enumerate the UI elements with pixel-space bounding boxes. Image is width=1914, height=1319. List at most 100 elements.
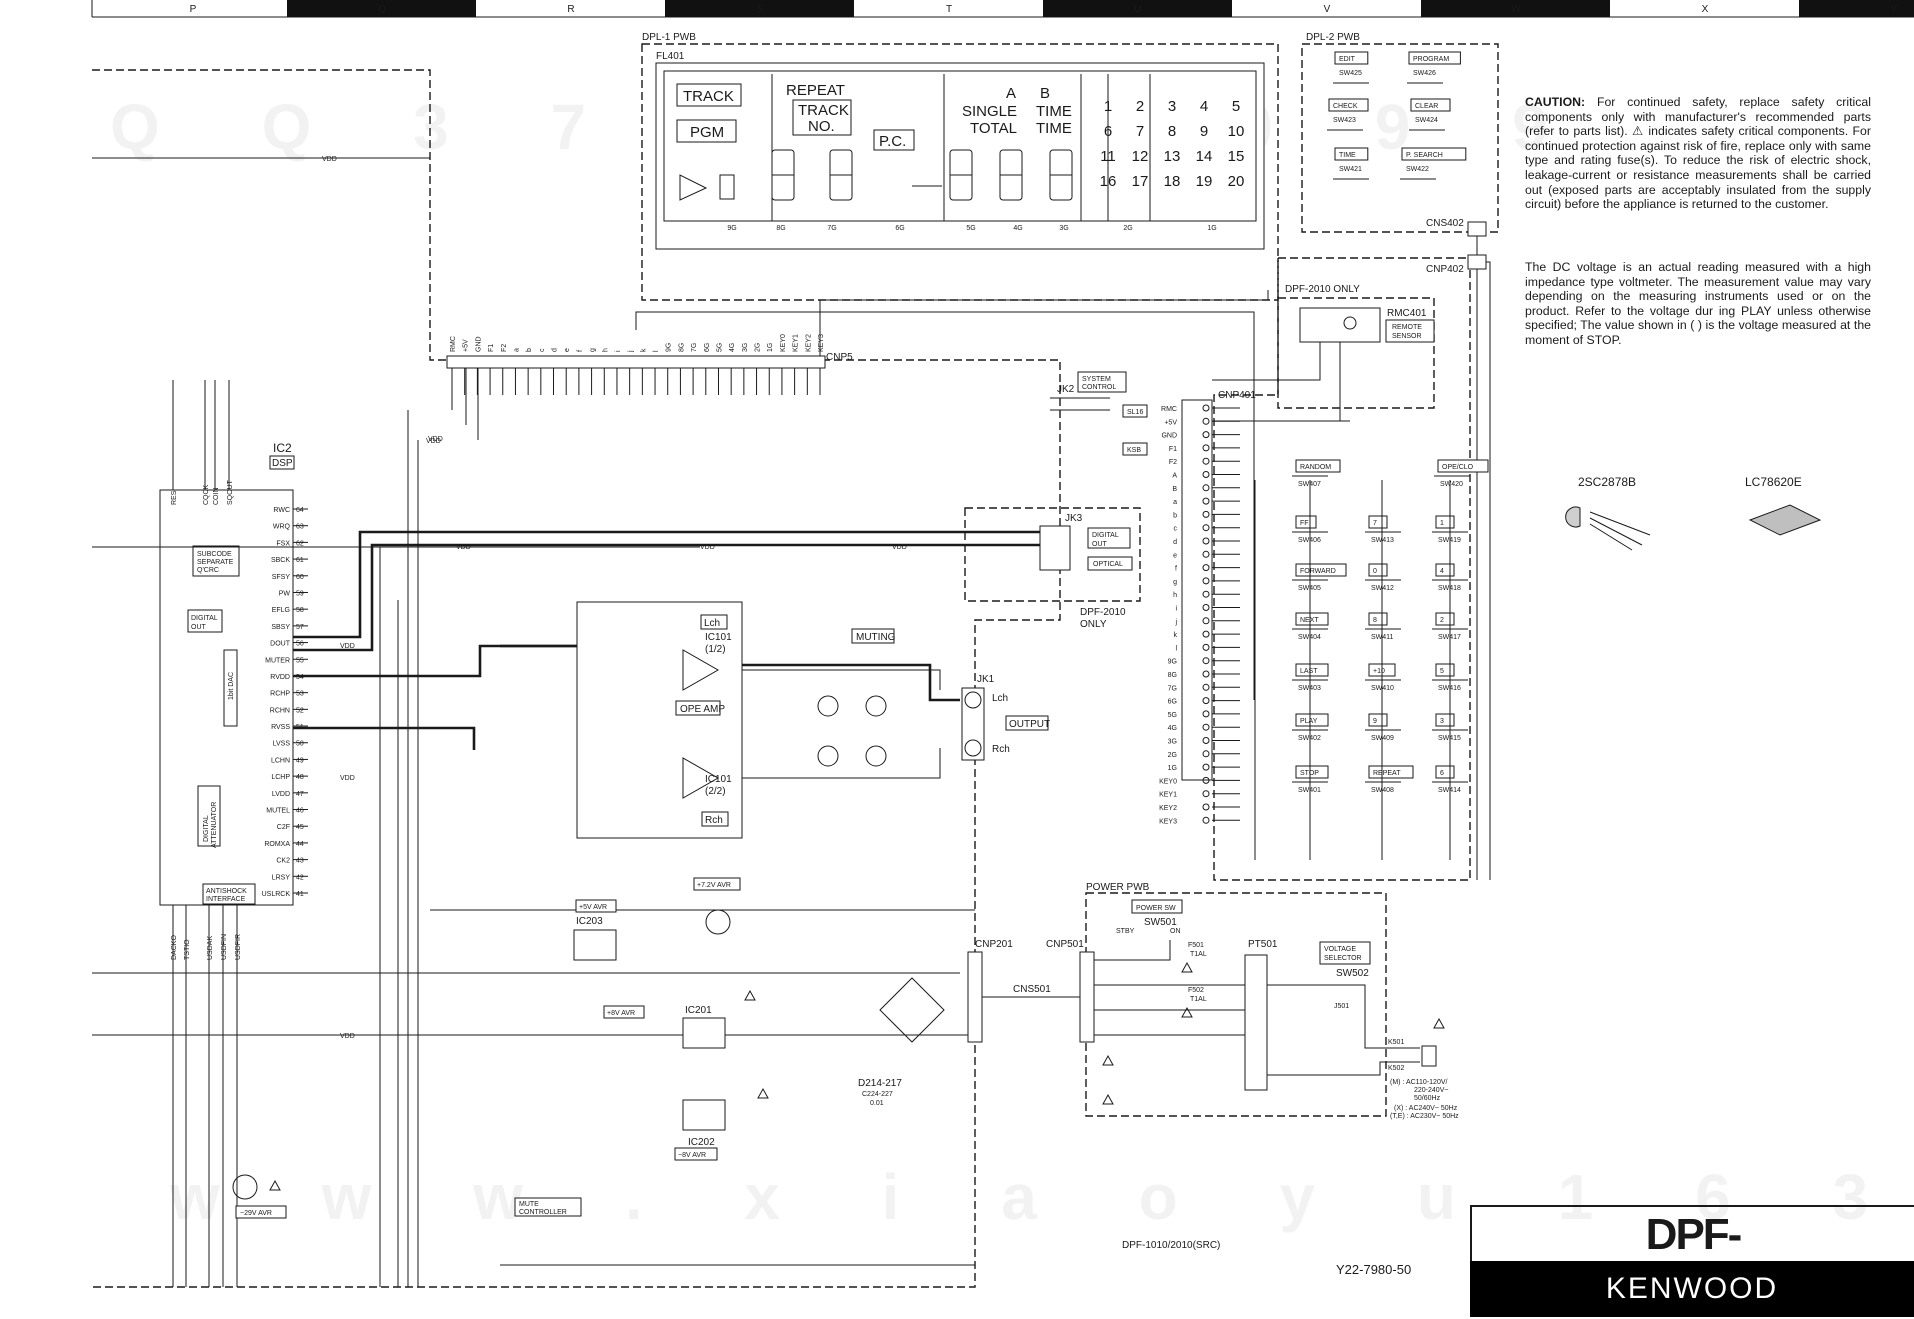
cnp5-pin: GND: [475, 336, 482, 352]
cnp401-pin: 3G: [1168, 739, 1177, 746]
matrix-random-label: RANDOM: [1300, 464, 1331, 471]
system-control-1: SYSTEM: [1082, 376, 1111, 383]
dpf2010-only-label-2: ONLY: [1080, 619, 1107, 630]
vfd-number-10: 10: [1228, 123, 1245, 140]
voltage-sel-2: SELECTOR: [1324, 955, 1362, 962]
cnp401-pin-dot: [1202, 763, 1210, 771]
dsp-pin-lchp: LCHP: [271, 774, 290, 781]
dsp-digital-out-2: OUT: [191, 624, 207, 631]
drawing-number: Y22-7980-50: [1336, 1262, 1412, 1277]
dsp-pin-pw: PW: [279, 590, 291, 597]
regulators: IC203 +5V AVR +7.2V AVR IC201 +8V AVR IC…: [232, 877, 945, 1219]
vfd-a: A: [1006, 85, 1016, 102]
vfd-number-12: 12: [1132, 148, 1149, 165]
key-clear-sw: SW424: [1415, 117, 1438, 124]
ic201-label: IC201: [685, 1005, 712, 1016]
avr72-label: +7.2V AVR: [697, 882, 731, 889]
cnp401-pin: A: [1172, 473, 1177, 480]
vfd-number-19: 19: [1196, 173, 1213, 190]
dpl2-outline: [1301, 43, 1499, 233]
dsp-pin-lvss: LVSS: [273, 741, 291, 748]
op-amp-block: IC101 (1/2) IC101 (2/2) Lch Rch OPE AMP …: [576, 601, 941, 839]
caution-body: For continued safety, replace safety cri…: [1525, 95, 1872, 212]
cnp401-pin-dot: [1202, 484, 1210, 492]
ruler-column-t: T: [946, 4, 952, 15]
cnp401-pin: i: [1175, 606, 1177, 613]
matrix-random-box: [1295, 459, 1341, 473]
f502-rating: T1AL: [1190, 996, 1207, 1003]
matrix-0-sw: SW412: [1371, 585, 1394, 592]
dsp-pin-number-42: 42: [296, 874, 304, 881]
dpl1-label: DPL-1 PWB: [642, 32, 696, 43]
vdd-label-9: VDD: [340, 1033, 355, 1040]
cnp401-pin: h: [1173, 592, 1177, 599]
cnp401-pin: d: [1173, 539, 1177, 546]
rmc401-label: RMC401: [1387, 308, 1427, 319]
cns402-label: CNS402: [1426, 218, 1464, 229]
cnp401-pin: +5V: [1164, 419, 1177, 426]
vfd-track-no-1: TRACK: [798, 102, 849, 119]
matrix-ope-clo-sw: SW420: [1440, 481, 1463, 488]
cnp5-pin: h: [602, 348, 609, 352]
cnp401-pin-dot: [1202, 630, 1210, 638]
vdd-label-8: VDD: [340, 775, 355, 782]
cnp401-pin-dot: [1202, 723, 1210, 731]
cnp401-pin: 7G: [1168, 685, 1177, 692]
dsp-pin-number-61: 61: [296, 557, 304, 564]
dpf2010-only-label: DPF-2010 ONLY: [1285, 284, 1360, 295]
cnp5-pin: 2G: [755, 343, 762, 352]
cnp5-pin: g: [590, 348, 597, 352]
dsp-pin-romxa: ROMXA: [264, 841, 290, 848]
matrix-6-label: 6: [1440, 770, 1444, 777]
cnp5-pin: b: [526, 348, 533, 352]
cnp401-pin: KEY3: [1159, 818, 1177, 825]
vfd-time-1: TIME: [1036, 103, 1072, 120]
ac-m-3: 50/60Hz: [1414, 1095, 1441, 1102]
dsp-pin-lrsy: LRSY: [272, 874, 291, 881]
matrix-9-label: 9: [1373, 718, 1377, 725]
dpf2010-rmc-outline: [1277, 297, 1435, 409]
opamp-rch: Rch: [705, 815, 723, 826]
model-number: DPF-1010/1010E/2010/2010E: [1470, 1205, 1914, 1315]
jk1-lch: Lch: [992, 693, 1008, 704]
vfd-number-6: 6: [1104, 123, 1112, 140]
caution-note: CAUTION: For continued safety, replace s…: [1525, 95, 1871, 212]
dsp-pin-number-44: 44: [296, 841, 304, 848]
matrix-forward-label: FORWARD: [1300, 568, 1336, 575]
ruler-column-u: U: [1134, 4, 1141, 15]
subcode-label-1: SUBCODE: [197, 551, 232, 558]
dsp-bottom-usdfin: USDFIN: [221, 934, 228, 960]
vfd-number-9: 9: [1200, 123, 1208, 140]
subcode-label-2: SEPARATE: [197, 559, 234, 566]
ruler-column-y: Y: [1891, 4, 1898, 15]
dsp-pin-dout: DOUT: [270, 641, 291, 648]
dsp-pin-number-64: 64: [296, 507, 304, 514]
dsp-digital-out-1: DIGITAL: [191, 615, 218, 622]
vfd-total: TOTAL: [970, 120, 1017, 137]
matrix-8-label: 8: [1373, 617, 1377, 624]
cnp5-pin: 7G: [691, 343, 698, 352]
cnp5-pin: 3G: [742, 343, 749, 352]
key-edit-sw: SW425: [1339, 70, 1362, 77]
dsp-pin-number-43: 43: [296, 858, 304, 865]
key-clear-box: [1410, 98, 1451, 112]
dsp-pin-number-46: 46: [296, 808, 304, 815]
vdd-label-3: VDD: [456, 544, 471, 551]
cnp401-pin: F2: [1169, 459, 1177, 466]
cnp501-label: CNP501: [1046, 939, 1084, 950]
cnp401-pin-dot: [1202, 617, 1210, 625]
cnp401-pin-dot: [1202, 417, 1210, 425]
cnp401-pin-dot: [1202, 457, 1210, 465]
vdd-label-6: VDD: [892, 544, 907, 551]
ic101-2-label: IC101: [705, 774, 732, 785]
dac-label: 1bit DAC: [228, 672, 235, 700]
vfd-grid-2g: 2G: [1123, 225, 1132, 232]
matrix-0-label: 0: [1373, 568, 1377, 575]
antishock-label-2: INTERFACE: [206, 896, 246, 903]
avr8-label: +8V AVR: [607, 1010, 635, 1017]
cnp5-pin: e: [564, 348, 571, 352]
audio-path: [92, 157, 1060, 1287]
vfd-b: B: [1040, 85, 1050, 102]
dsp-pin-sfsy: SFSY: [272, 574, 291, 581]
